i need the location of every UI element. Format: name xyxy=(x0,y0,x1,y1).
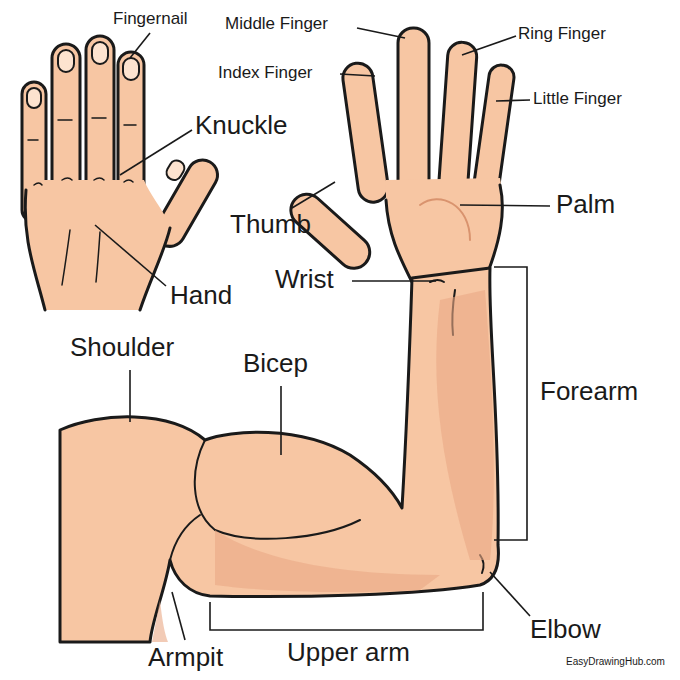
palm-hand xyxy=(284,28,515,282)
part-label: Bicep xyxy=(243,349,308,379)
part-label: Index Finger xyxy=(218,63,313,83)
part-label: Fingernail xyxy=(113,9,188,29)
part-label: Wrist xyxy=(275,265,334,295)
watermark: EasyDrawingHub.com xyxy=(566,656,665,668)
part-label: Hand xyxy=(170,281,232,311)
part-label: Armpit xyxy=(148,643,223,673)
part-label: Ring Finger xyxy=(518,24,606,44)
part-label: Forearm xyxy=(540,377,638,407)
part-label: Knuckle xyxy=(195,111,288,141)
part-label: Upper arm xyxy=(287,638,410,668)
arm xyxy=(60,268,498,642)
part-label: Thumb xyxy=(230,210,311,240)
part-label: Little Finger xyxy=(533,89,622,109)
part-label: Middle Finger xyxy=(225,14,328,34)
part-label: Elbow xyxy=(530,615,601,645)
part-label: Shoulder xyxy=(70,333,174,363)
part-label: Palm xyxy=(556,190,615,220)
back-of-hand xyxy=(22,36,223,310)
